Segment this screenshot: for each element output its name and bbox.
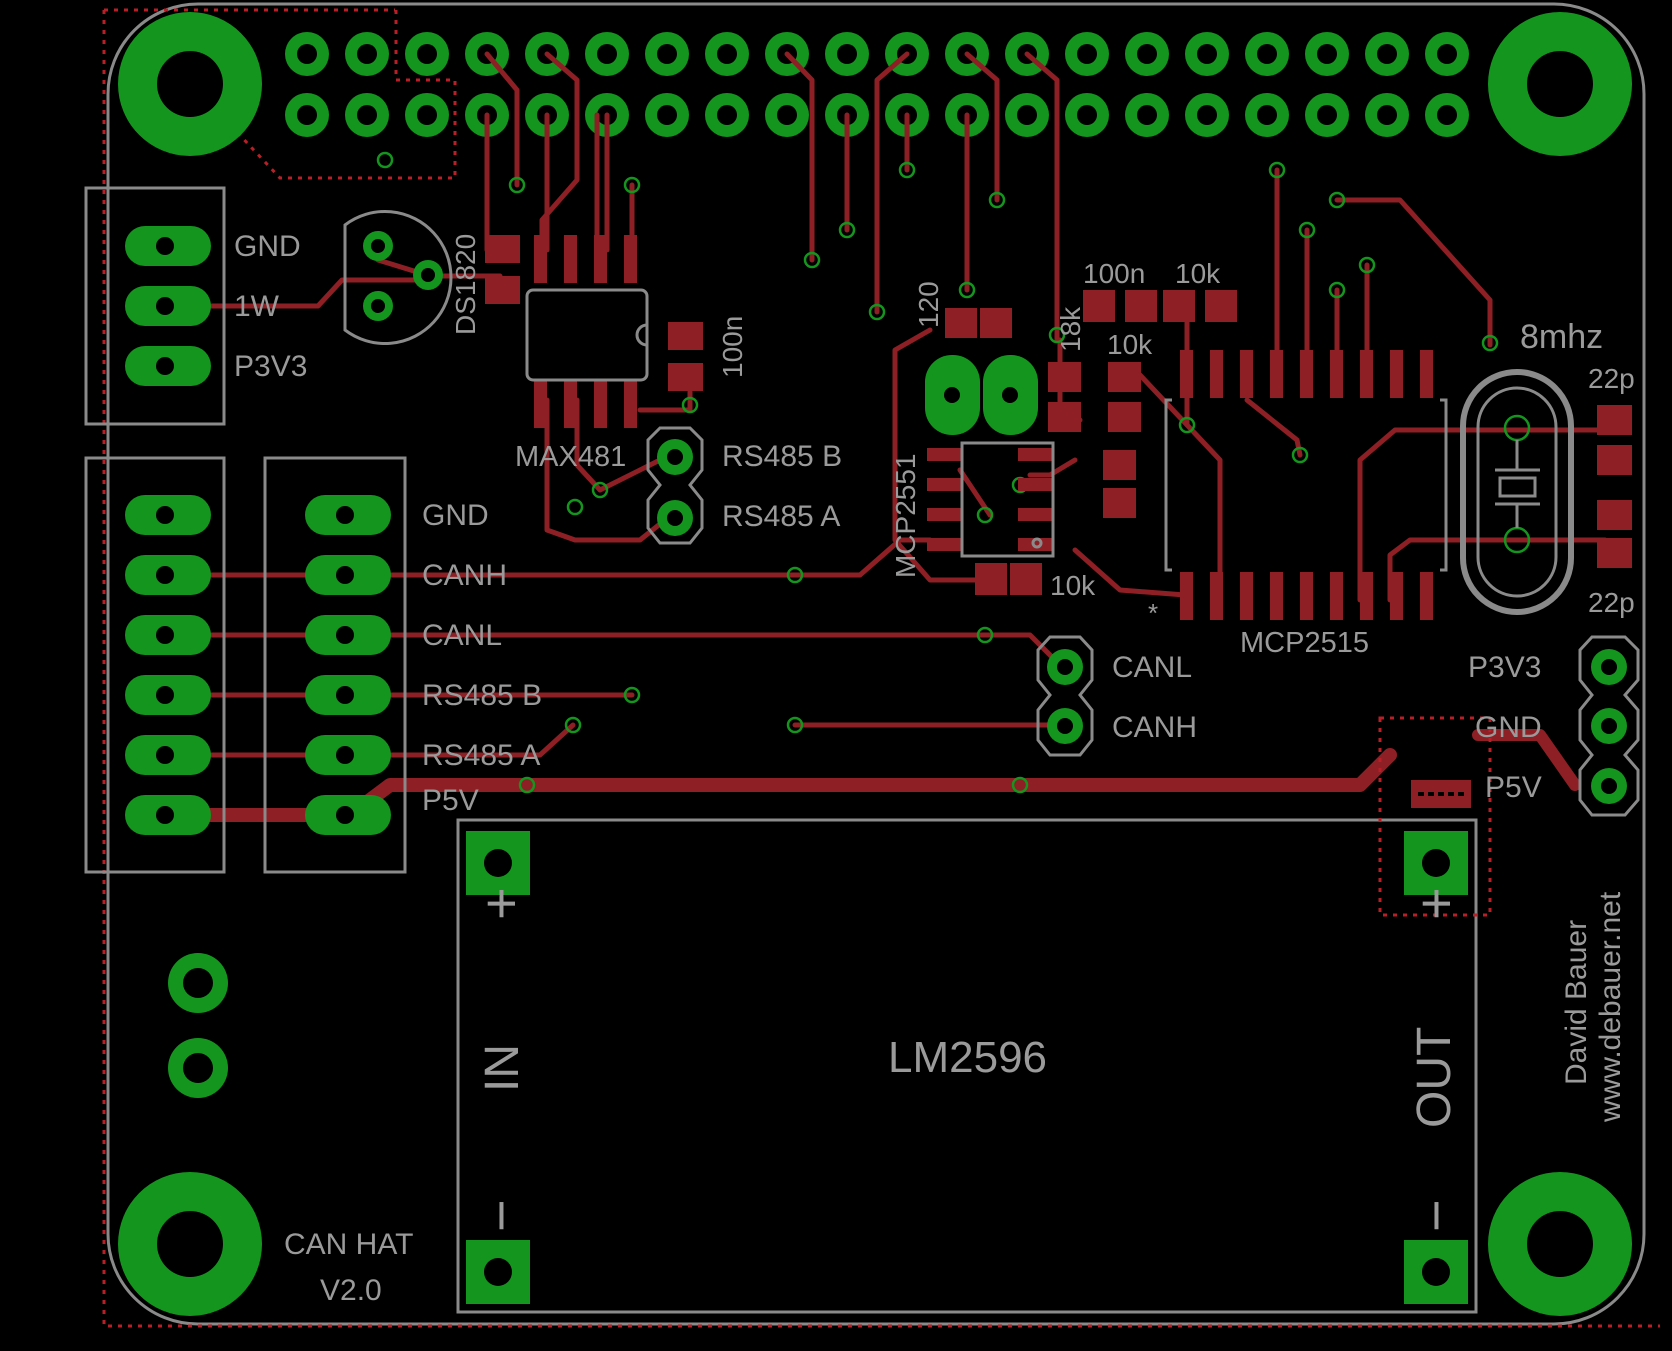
power-terminal	[1578, 635, 1640, 817]
label-ow-p3v3: P3V3	[234, 350, 307, 383]
mcp2515-pin	[1240, 572, 1253, 620]
label-reg-out: OUT	[1408, 1027, 1461, 1128]
mcp2515-pin	[1330, 350, 1343, 398]
label-cap-100n-max: 100n	[717, 316, 748, 378]
mcp2515-pin	[1210, 350, 1223, 398]
label-pwr-p5v: P5V	[1485, 771, 1542, 804]
label-reg-minus-out: −	[1404, 1199, 1467, 1232]
label-term-canl: CANL	[1112, 651, 1192, 684]
vias	[376, 151, 1499, 794]
mounting-holes	[118, 12, 1632, 1316]
mcp2515-pin	[1330, 572, 1343, 620]
mcp2515-pin	[1360, 350, 1373, 398]
mcp2515-pin	[1300, 572, 1313, 620]
mcp2515-pin	[1360, 572, 1373, 620]
label-crystal: 8mhz	[1520, 318, 1603, 356]
mcp2515-pin	[1300, 350, 1313, 398]
label-mcp2551: MCP2551	[890, 453, 921, 578]
header-keepout	[233, 10, 457, 180]
label-res-10k-bottom: 10k	[1050, 570, 1096, 601]
max481-chip	[525, 235, 703, 428]
mcp2515-pin	[1270, 572, 1283, 620]
mcp2551-chip	[925, 308, 1141, 595]
labels: GND 1W P3V3 GND CANH CANL RS485 B RS485 …	[234, 230, 1635, 1307]
bus-connector-right	[263, 456, 407, 874]
label-reg-plus-in: +	[469, 887, 532, 920]
label-mcp2515-star: *	[1148, 598, 1158, 628]
label-mcp2515: MCP2515	[1240, 627, 1369, 659]
onewire-connector	[84, 186, 226, 426]
label-board-version: V2.0	[320, 1274, 382, 1307]
lm2596-module	[456, 716, 1492, 1314]
label-res-10k-top: 10k	[1175, 258, 1221, 289]
label-max481: MAX481	[515, 441, 626, 473]
label-author: David Bauer	[1560, 920, 1593, 1085]
rs485-terminal	[646, 426, 704, 545]
test-pads	[168, 953, 228, 1098]
gpio-header	[285, 32, 1469, 137]
label-website: www.debauer.net	[1594, 891, 1627, 1123]
label-bus-canl: CANL	[422, 619, 502, 652]
mcp2515-pin	[1390, 572, 1403, 620]
label-res-10k-mid: 10k	[1107, 329, 1153, 360]
label-res-120: 120	[913, 281, 944, 328]
top-passives	[1083, 290, 1237, 322]
label-bus-gnd: GND	[422, 499, 489, 532]
label-reg-minus-in: −	[469, 1199, 532, 1232]
label-board-name: CAN HAT	[284, 1228, 413, 1261]
label-lm2596: LM2596	[888, 1033, 1047, 1082]
label-bus-rs485b: RS485 B	[422, 679, 542, 712]
label-reg-plus-out: +	[1404, 887, 1467, 920]
copper-traces	[153, 51, 1608, 822]
board-outline	[106, 2, 1646, 1326]
mcp2515-pin	[1420, 350, 1433, 398]
mcp2515-pin	[1270, 350, 1283, 398]
label-bus-rs485a: RS485 A	[422, 739, 540, 772]
board-outline-dotted	[102, 8, 1660, 1328]
mcp2515-pin	[1210, 572, 1223, 620]
label-reg-in: IN	[476, 1044, 529, 1092]
mcp2515-pin	[1240, 350, 1253, 398]
label-term-rs485b: RS485 B	[722, 440, 842, 473]
can-terminal	[1036, 635, 1094, 757]
mcp2515-pin	[1180, 572, 1193, 620]
label-pwr-gnd: GND	[1475, 711, 1542, 744]
label-term-canh: CANH	[1112, 711, 1197, 744]
label-cap-100n-top: 100n	[1083, 258, 1145, 289]
label-ds1820: DS1820	[450, 234, 481, 335]
label-pwr-p3v3: P3V3	[1468, 651, 1541, 684]
bus-connector-left	[84, 456, 226, 874]
label-term-rs485a: RS485 A	[722, 500, 840, 533]
ds1820-sensor	[343, 210, 520, 345]
mcp2515-pin	[1390, 350, 1403, 398]
label-cap-22p-top: 22p	[1588, 363, 1635, 394]
label-ow-1w: 1W	[234, 290, 280, 323]
mcp2515-pin	[1420, 572, 1433, 620]
label-bus-canh: CANH	[422, 559, 507, 592]
crystal-8mhz	[1460, 369, 1632, 615]
label-cap-22p-bottom: 22p	[1588, 587, 1635, 618]
bus-pads	[125, 495, 391, 835]
label-ow-gnd: GND	[234, 230, 301, 263]
label-res-18k: 18k	[1055, 306, 1086, 352]
mcp2515-chip	[1164, 350, 1448, 620]
mcp2515-pin	[1180, 350, 1193, 398]
label-bus-p5v: P5V	[422, 784, 479, 817]
